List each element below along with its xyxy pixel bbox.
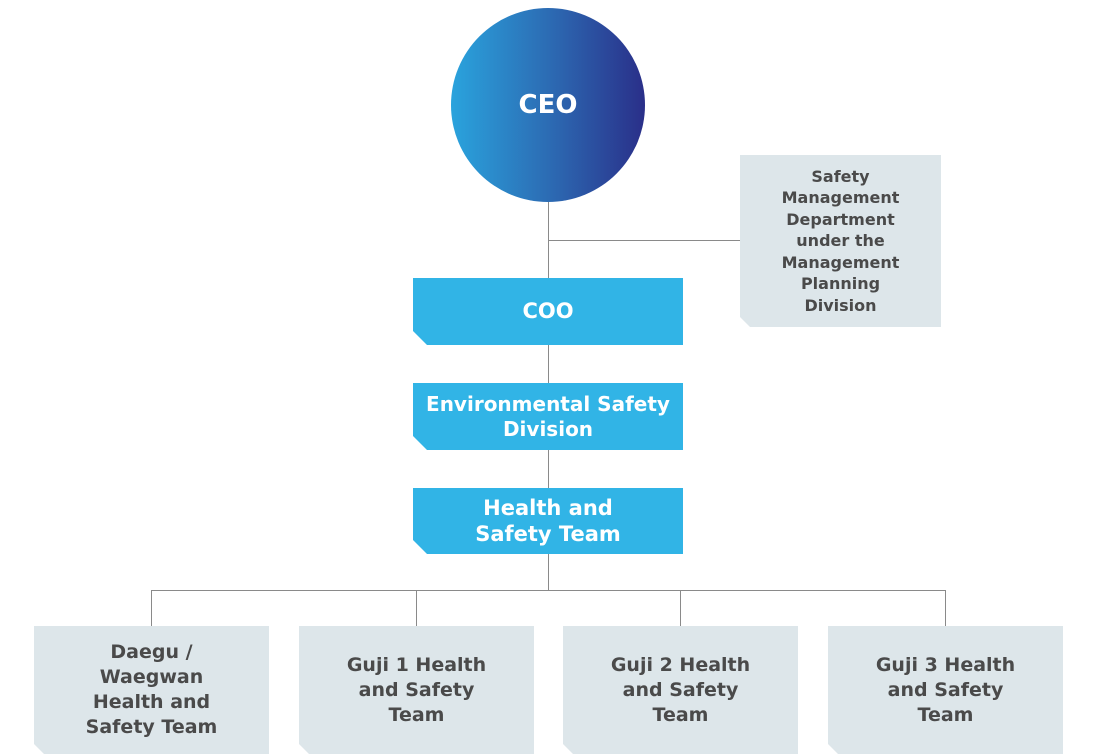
guji-2-team-node: Guji 2 Health and Safety Team bbox=[563, 626, 798, 754]
connector-horizontal-bottom bbox=[151, 590, 946, 591]
guji-1-team-label: Guji 1 Health and Safety Team bbox=[346, 653, 487, 726]
connector-guji3 bbox=[945, 590, 946, 626]
safety-management-department-label: Safety Management Department under the M… bbox=[781, 166, 900, 315]
environmental-safety-division-label: Environmental Safety Division bbox=[426, 391, 670, 441]
daegu-waegwan-team-node: Daegu / Waegwan Health and Safety Team bbox=[34, 626, 269, 754]
coo-label: COO bbox=[522, 299, 574, 324]
connector-coo-env bbox=[548, 345, 549, 383]
connector-safety-mgmt bbox=[548, 240, 741, 241]
connector-daegu bbox=[151, 590, 152, 626]
safety-management-department-node: Safety Management Department under the M… bbox=[740, 155, 941, 327]
health-and-safety-team-node: Health and Safety Team bbox=[413, 488, 683, 554]
guji-2-team-label: Guji 2 Health and Safety Team bbox=[610, 653, 751, 726]
health-and-safety-team-label: Health and Safety Team bbox=[475, 495, 621, 546]
ceo-node: CEO bbox=[451, 8, 645, 202]
coo-node: COO bbox=[413, 278, 683, 345]
guji-3-team-label: Guji 3 Health and Safety Team bbox=[875, 653, 1016, 726]
connector-guji2 bbox=[680, 590, 681, 626]
guji-3-team-node: Guji 3 Health and Safety Team bbox=[828, 626, 1063, 754]
environmental-safety-division-node: Environmental Safety Division bbox=[413, 383, 683, 450]
guji-1-team-node: Guji 1 Health and Safety Team bbox=[299, 626, 534, 754]
connector-guji1 bbox=[416, 590, 417, 626]
connector-env-hs bbox=[548, 450, 549, 488]
daegu-waegwan-team-label: Daegu / Waegwan Health and Safety Team bbox=[85, 641, 218, 738]
ceo-label: CEO bbox=[518, 90, 578, 120]
connector-hs-down bbox=[548, 554, 549, 591]
